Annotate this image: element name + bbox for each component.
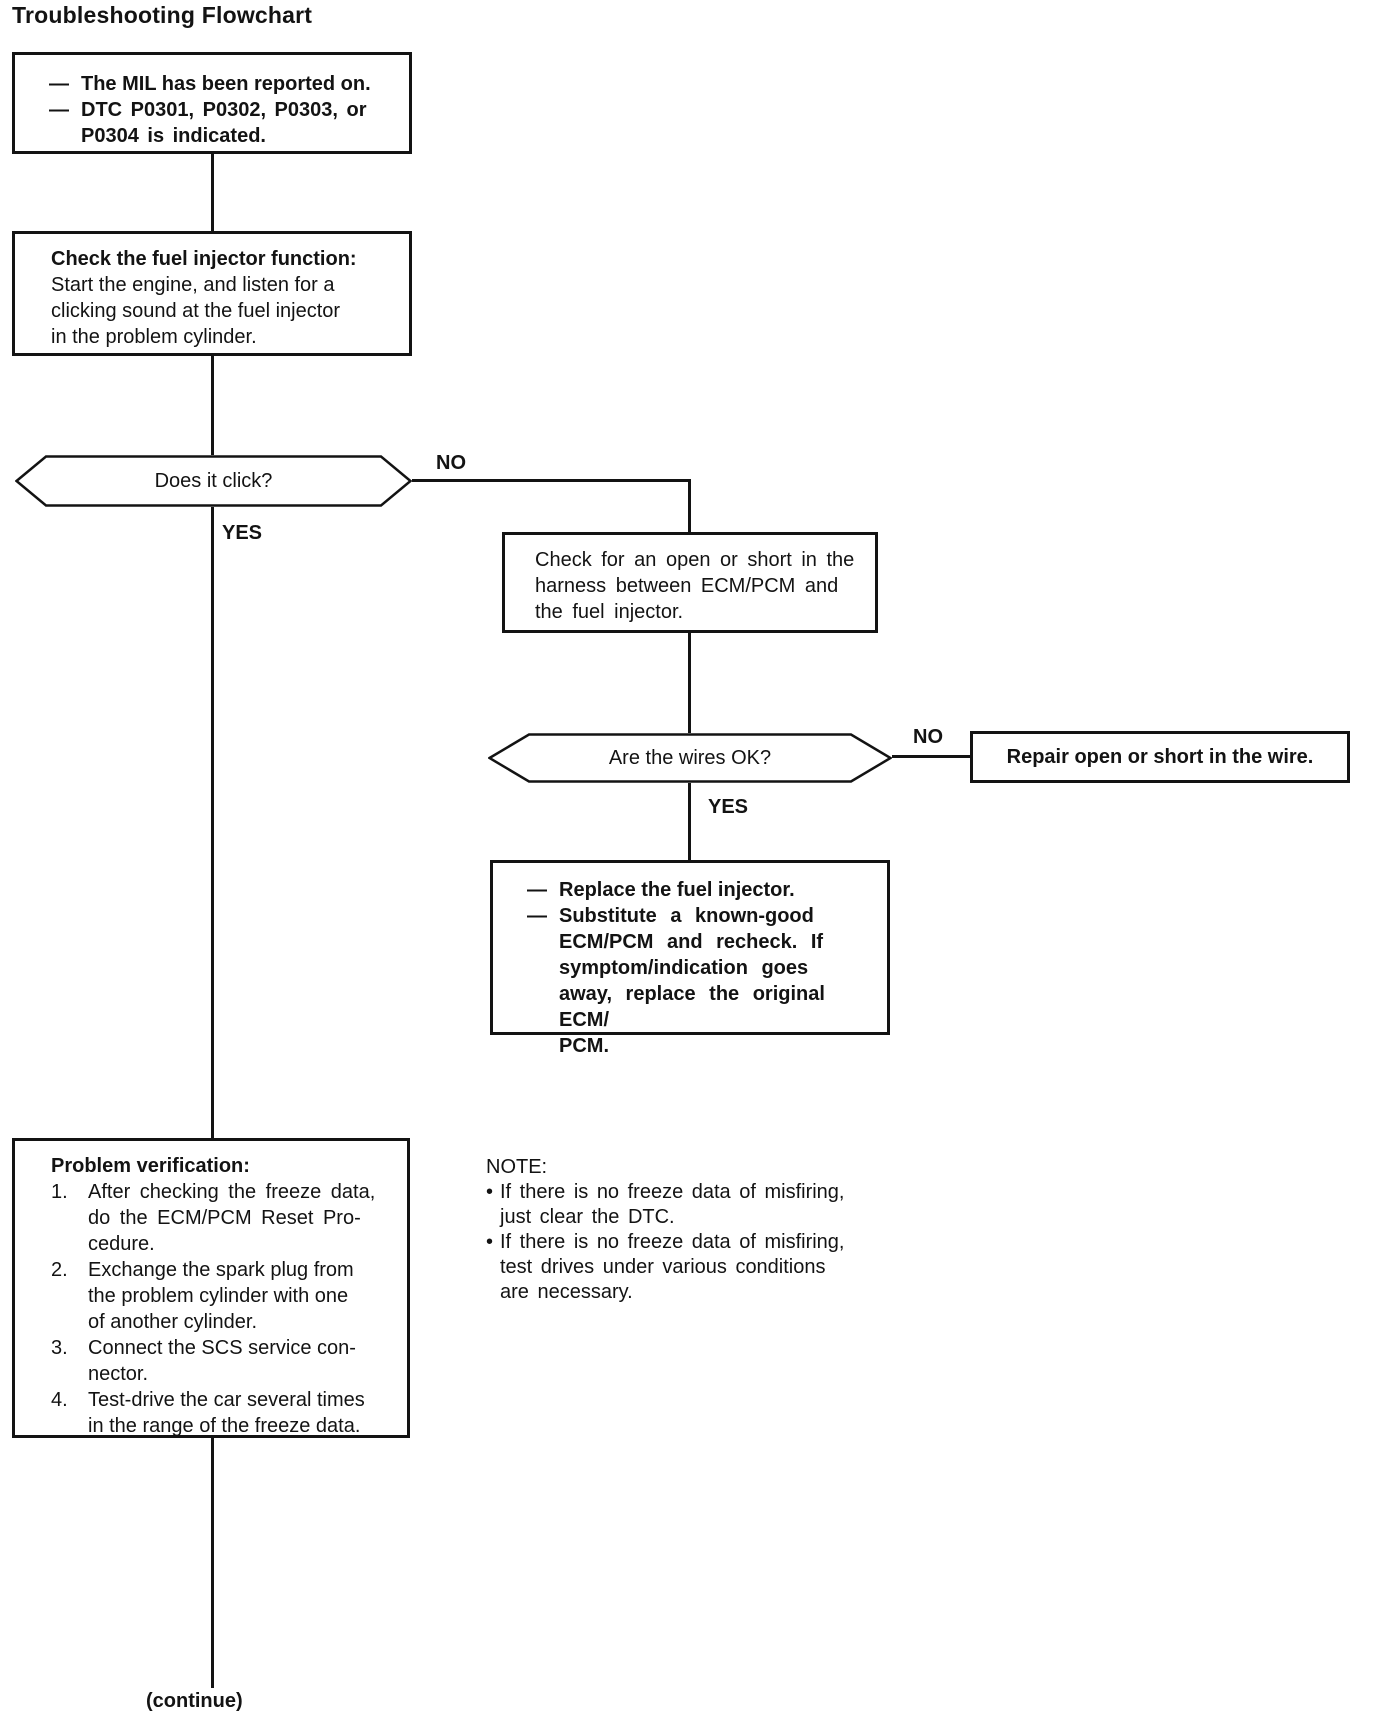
decision-wires-ok-label: Are the wires OK? xyxy=(608,746,772,769)
replace-injector-text: Replace the fuel injector. xyxy=(559,879,795,901)
step-text: After checking the freeze data, do the E… xyxy=(88,1181,376,1255)
dash-marker: — xyxy=(49,73,69,95)
node-check-harness: Check for an open or short in the harnes… xyxy=(502,532,878,633)
start-condition-text: The MIL has been reported on. xyxy=(81,73,371,95)
replace-injector-item: — Substitute a known-good ECM/PCM and re… xyxy=(527,903,879,1059)
step-number: 4. xyxy=(51,1389,68,1411)
node-start-condition: — The MIL has been reported on. — DTC P0… xyxy=(12,52,412,154)
branch-no-label: NO xyxy=(913,726,943,748)
node-repair-wire: Repair open or short in the wire. xyxy=(970,731,1350,783)
flow-line-no-branch-down xyxy=(688,479,691,532)
step-text: Connect the SCS service con- nector. xyxy=(88,1337,356,1385)
problem-verification-heading: Problem verification: xyxy=(51,1155,250,1177)
hexagon-shape xyxy=(15,455,412,507)
problem-verification-step: 4. Test-drive the car several times in t… xyxy=(51,1387,401,1439)
flow-line-harness-to-decision xyxy=(688,633,691,733)
flow-line-to-continue xyxy=(211,1438,214,1688)
note-block: NOTE: • If there is no freeze data of mi… xyxy=(486,1155,926,1305)
step-number: 3. xyxy=(51,1337,68,1359)
start-condition-text: DTC P0301, P0302, P0303, or P0304 is ind… xyxy=(81,99,367,147)
flow-line-yes-to-problem-verification xyxy=(211,507,214,1138)
problem-verification-step: 3. Connect the SCS service con- nector. xyxy=(51,1335,401,1387)
flow-line-start-to-check xyxy=(211,154,214,231)
flow-line-yes-to-replace xyxy=(688,783,691,860)
branch-yes-label: YES xyxy=(708,796,749,818)
decision-does-it-click-label: Does it click? xyxy=(154,469,273,492)
replace-injector-text: Substitute a known-good ECM/PCM and rech… xyxy=(559,905,825,1057)
node-check-injector: Check the fuel injector function: Start … xyxy=(12,231,412,356)
bullet-marker: • xyxy=(486,1231,494,1253)
bullet-marker: • xyxy=(486,1181,494,1203)
problem-verification-step: 1. After checking the freeze data, do th… xyxy=(51,1179,401,1257)
flow-line-no-branch xyxy=(412,479,691,482)
flow-line-check-to-decision xyxy=(211,356,214,455)
note-bullet-text: If there is no freeze data of misfiring,… xyxy=(500,1181,845,1228)
dash-marker: — xyxy=(527,879,547,901)
dash-marker: — xyxy=(527,905,547,927)
decision-does-it-click: Does it click? xyxy=(15,455,412,507)
node-problem-verification: Problem verification: 1. After checking … xyxy=(12,1138,410,1438)
hexagon-shape xyxy=(488,733,892,783)
node-replace-injector: — Replace the fuel injector. — Substitut… xyxy=(490,860,890,1057)
replace-injector-item: — Replace the fuel injector. xyxy=(527,877,879,903)
step-number: 1. xyxy=(51,1181,68,1203)
repair-wire-label: Repair open or short in the wire. xyxy=(1006,746,1314,768)
step-text: Exchange the spark plug from the problem… xyxy=(88,1259,354,1333)
continue-label: (continue) xyxy=(146,1690,243,1712)
flow-line-no-to-repair xyxy=(892,755,970,758)
decision-wires-ok: Are the wires OK? xyxy=(488,733,892,783)
start-condition-item: — The MIL has been reported on. xyxy=(49,71,401,97)
note-bullet: • If there is no freeze data of misfirin… xyxy=(486,1230,926,1305)
step-text: Test-drive the car several times in the … xyxy=(88,1389,365,1437)
page-title: Troubleshooting Flowchart xyxy=(12,2,313,28)
branch-no-label: NO xyxy=(436,452,466,474)
check-injector-heading: Check the fuel injector function: xyxy=(51,248,357,270)
problem-verification-step: 2. Exchange the spark plug from the prob… xyxy=(51,1257,401,1335)
check-harness-body: Check for an open or short in the harnes… xyxy=(535,549,855,623)
step-number: 2. xyxy=(51,1259,68,1281)
note-bullet: • If there is no freeze data of misfirin… xyxy=(486,1180,926,1230)
note-bullet-text: If there is no freeze data of misfiring,… xyxy=(500,1231,845,1303)
branch-yes-label: YES xyxy=(222,522,263,544)
dash-marker: — xyxy=(49,99,69,121)
start-condition-item: — DTC P0301, P0302, P0303, or P0304 is i… xyxy=(49,97,401,149)
check-injector-body: Start the engine, and listen for a click… xyxy=(51,274,341,348)
note-heading: NOTE: xyxy=(486,1156,548,1178)
